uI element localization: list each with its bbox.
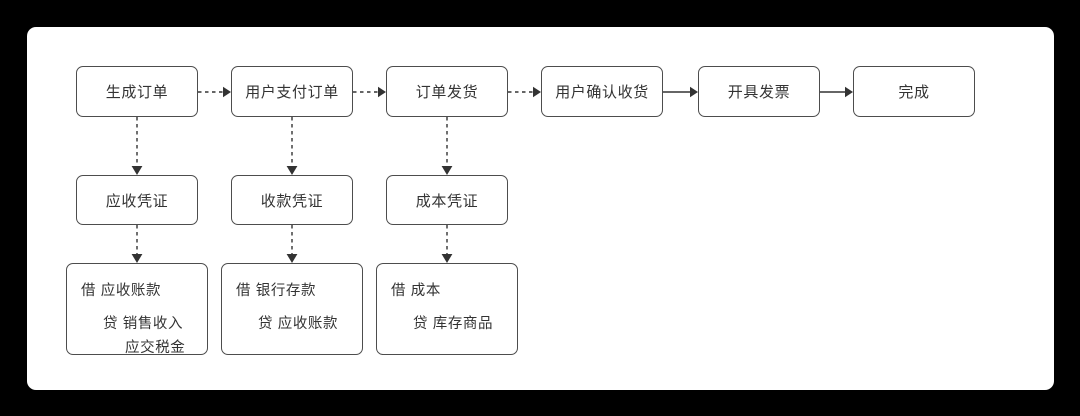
entry-line: 借 应收账款 (81, 283, 162, 299)
step-create-order[interactable]: 生成订单 (76, 66, 198, 117)
entry-line: 借 银行存款 (236, 283, 317, 299)
node-label: 用户确认收货 (555, 84, 649, 101)
node-label: 完成 (898, 84, 930, 101)
entry-cost[interactable]: 借 成本贷 库存商品 (376, 263, 518, 355)
connector-vertical (129, 225, 145, 263)
connector-vertical (129, 117, 145, 175)
step-user-pay[interactable]: 用户支付订单 (231, 66, 353, 117)
node-label: 订单发货 (415, 84, 479, 101)
node-label: 生成订单 (105, 84, 169, 101)
connector-horizontal (508, 84, 541, 100)
connector-horizontal (820, 84, 853, 100)
connector-horizontal (198, 84, 231, 100)
node-label: 收款凭证 (260, 192, 324, 210)
voucher-cost[interactable]: 成本凭证 (386, 175, 508, 225)
node-label: 成本凭证 (415, 192, 479, 210)
entry-line: 贷 库存商品 (413, 316, 494, 333)
voucher-receivable[interactable]: 应收凭证 (76, 175, 198, 225)
step-ship[interactable]: 订单发货 (386, 66, 508, 117)
entry-line-gap (81, 303, 207, 313)
node-label: 应收凭证 (105, 192, 169, 210)
entry-line: 贷 应收账款 (258, 316, 339, 333)
connector-vertical (439, 117, 455, 175)
node-label: 开具发票 (727, 84, 791, 101)
entry-line: 应交税金 (125, 339, 186, 356)
connector-horizontal (353, 84, 386, 100)
connector-vertical (284, 225, 300, 263)
diagram-frame: 生成订单 用户支付订单 订单发货 用户确认收货 开具发票 完成应收凭证 收款凭证 成本凭证借 … (27, 27, 1054, 390)
step-confirm-receipt[interactable]: 用户确认收货 (541, 66, 663, 117)
connector-vertical (439, 225, 455, 263)
entry-collection[interactable]: 借 银行存款贷 应收账款 (221, 263, 363, 355)
entry-line-gap (236, 303, 362, 313)
step-invoice[interactable]: 开具发票 (698, 66, 820, 117)
node-label: 用户支付订单 (245, 84, 339, 101)
entry-line-gap (391, 303, 517, 313)
connector-vertical (284, 117, 300, 175)
entry-receivable[interactable]: 借 应收账款贷 销售收入应交税金 (66, 263, 208, 356)
entry-line: 贷 销售收入 (103, 316, 184, 333)
entry-line: 借 成本 (391, 283, 441, 299)
voucher-collection[interactable]: 收款凭证 (231, 175, 353, 225)
connector-horizontal (663, 84, 698, 100)
step-finish[interactable]: 完成 (853, 66, 975, 117)
